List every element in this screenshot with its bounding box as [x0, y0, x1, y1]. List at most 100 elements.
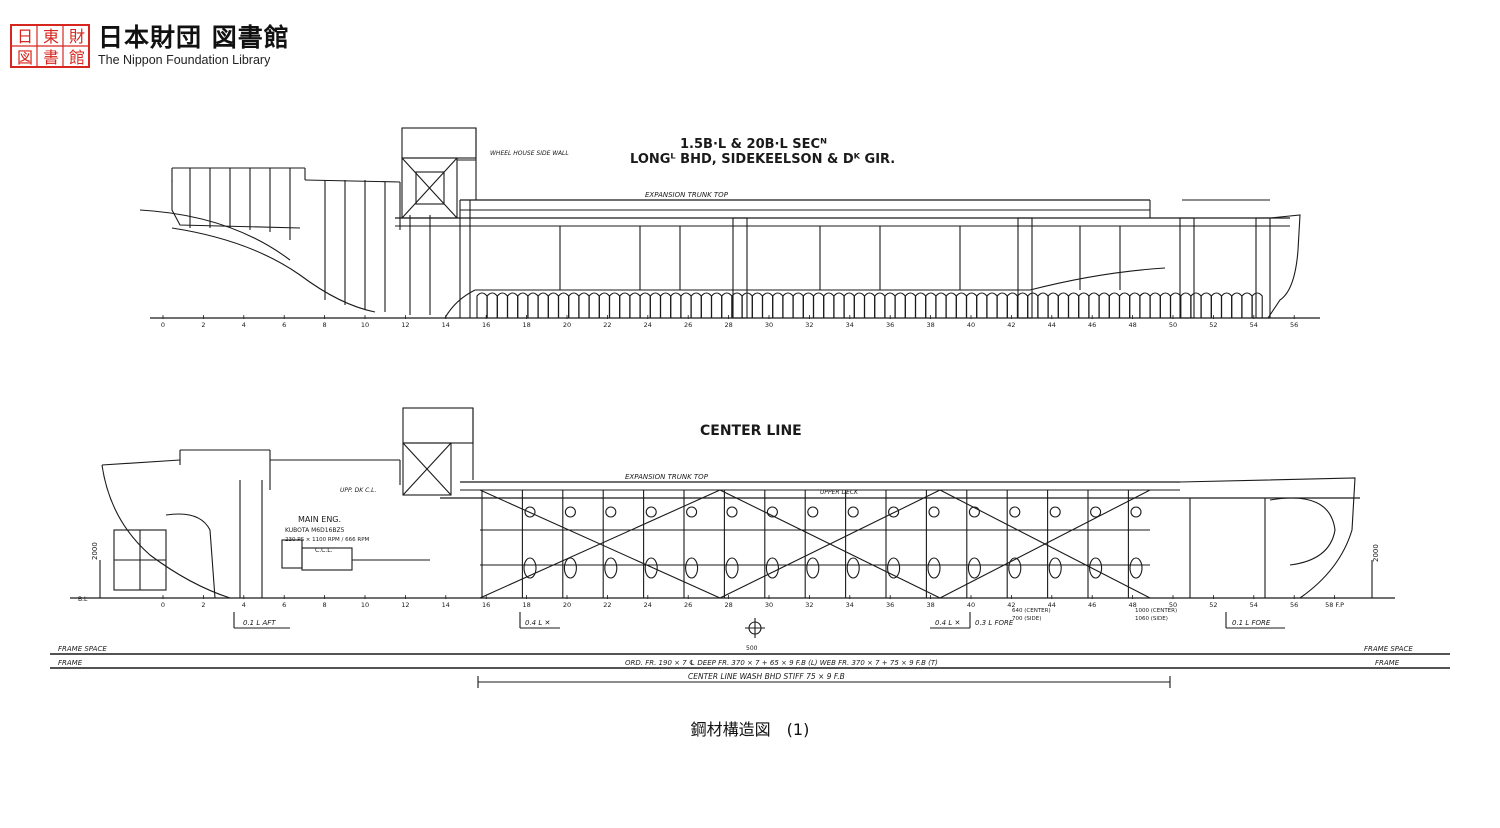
- bottom-floor-cell: [588, 292, 600, 318]
- lightening-hole: [928, 506, 940, 518]
- lower-view-title: CENTER LINE: [700, 423, 802, 439]
- bottom-floor-cell: [517, 292, 529, 318]
- bottom-floor-cell: [1098, 292, 1110, 318]
- frame-number: 52: [1209, 321, 1217, 329]
- frame-number: 14: [442, 601, 450, 609]
- note-640-center: 640 (CENTER): [1012, 608, 1051, 614]
- frame-space-left: FRAME SPACE: [58, 645, 107, 653]
- frame-number: 30: [765, 321, 773, 329]
- bottom-floor-cell: [915, 292, 927, 318]
- frame-number: 10: [361, 321, 369, 329]
- lightening-hole: [1048, 557, 1062, 579]
- frame-number: 32: [805, 601, 813, 609]
- bottom-floor-cell: [1170, 292, 1182, 318]
- lower-expansion-label: EXPANSION TRUNK TOP: [625, 473, 709, 481]
- bottom-floor-cell: [782, 292, 794, 318]
- lightening-hole: [645, 506, 657, 518]
- bottom-floor-cell: [996, 292, 1008, 318]
- bottom-floor-cell: [751, 292, 763, 318]
- bottom-floor-cell: [629, 292, 641, 318]
- lightening-hole: [968, 506, 980, 518]
- bottom-floor-cell: [976, 292, 988, 318]
- bottom-floor-cell: [833, 292, 845, 318]
- frame-number: 58 F.P: [1325, 601, 1344, 609]
- lightening-hole: [1089, 557, 1103, 579]
- frame-number: 26: [684, 601, 692, 609]
- svg-text:館: 館: [69, 48, 85, 67]
- bottom-floor-cell: [874, 292, 886, 318]
- mark-0-1l-fore: 0.1 L FORE: [1232, 619, 1271, 627]
- bottom-floor-cell: [476, 292, 488, 318]
- frame-spec: ORD. FR. 190 × 7 ℄ DEEP FR. 370 × 7 + 65…: [625, 659, 938, 667]
- bottom-floor-cell: [700, 292, 712, 318]
- bottom-floor-cell: [670, 292, 682, 318]
- bottom-floor-cell: [1006, 292, 1018, 318]
- lightening-hole: [686, 506, 698, 518]
- bottom-floor-cell: [853, 292, 865, 318]
- frame-number: 46: [1088, 321, 1096, 329]
- frame-number: 56: [1290, 601, 1298, 609]
- bottom-floor-cell: [721, 292, 733, 318]
- bottom-floor-cell: [1190, 292, 1202, 318]
- lower-view-frames: [481, 490, 1129, 598]
- frame-number: 52: [1209, 601, 1217, 609]
- svg-text:財: 財: [69, 27, 85, 46]
- wash-bhd-label: CENTER LINE WASH BHD STIFF 75 × 9 F.B: [688, 672, 845, 681]
- lower-view: [70, 407, 1395, 638]
- bottom-floor-cell: [792, 292, 804, 318]
- frame-number: 36: [886, 601, 894, 609]
- lightening-hole: [1049, 506, 1061, 518]
- bottom-floor-cell: [1200, 292, 1212, 318]
- bottom-floor-cell: [1078, 292, 1090, 318]
- ccl-label: C.C.L.: [315, 547, 333, 554]
- library-header: 日 東 財 図 書 館 日本財団 図書館 The Nippon Foundati…: [10, 24, 290, 68]
- frame-number: 6: [282, 321, 286, 329]
- bottom-floor-cell: [639, 292, 651, 318]
- frame-number: 22: [603, 321, 611, 329]
- mark-0-1l-aft: 0.1 L AFT: [243, 619, 276, 627]
- bottom-floor-cell: [1068, 292, 1080, 318]
- bottom-floor-cell: [762, 292, 774, 318]
- frame-space-right: FRAME SPACE: [1364, 645, 1413, 653]
- bottom-floor-cell: [986, 292, 998, 318]
- bottom-floor-cell: [1119, 292, 1131, 318]
- bottom-floor-cell: [813, 292, 825, 318]
- bottom-floor-cell: [1149, 292, 1161, 318]
- engine-power-label: 230 PS × 1100 RPM / 666 RPM: [285, 537, 370, 543]
- mark-0-4l-fore: 0.4 L ✕: [935, 619, 960, 627]
- frame-number: 6: [282, 601, 286, 609]
- bottom-floor-cell: [486, 292, 498, 318]
- figure-caption: 鋼材構造図 (1): [690, 720, 810, 739]
- lightening-hole: [807, 506, 819, 518]
- lightening-hole: [927, 557, 941, 579]
- bottom-floor-cell: [864, 292, 876, 318]
- frame-number: 26: [684, 321, 692, 329]
- bottom-floor-cell: [894, 292, 906, 318]
- lightening-hole: [605, 506, 617, 518]
- frame-number: 0: [161, 601, 165, 609]
- lightening-hole: [1129, 557, 1143, 579]
- svg-text:図: 図: [17, 48, 33, 67]
- frame-number: 38: [926, 321, 934, 329]
- frame-band: [50, 653, 1450, 688]
- frame-number: 46: [1088, 601, 1096, 609]
- height-2000-right: 2000: [1372, 544, 1380, 562]
- bottom-floor-cell: [558, 292, 570, 318]
- frame-number: 8: [323, 321, 327, 329]
- frame-number: 4: [242, 321, 246, 329]
- lightening-hole: [1008, 557, 1022, 579]
- bottom-floor-cell: [507, 292, 519, 318]
- bottom-floor-cell: [1088, 292, 1100, 318]
- bottom-floor-cell: [711, 292, 723, 318]
- bottom-floor-cell: [547, 292, 559, 318]
- lightening-hole: [1130, 506, 1142, 518]
- lightening-hole: [967, 557, 981, 579]
- upper-view-floors: [476, 292, 1263, 318]
- svg-text:書: 書: [43, 48, 59, 67]
- height-2000-left: 2000: [91, 542, 99, 560]
- lightening-hole: [644, 557, 658, 579]
- lightening-hole: [685, 557, 699, 579]
- frame-number: 42: [1007, 601, 1015, 609]
- bottom-floor-cell: [772, 292, 784, 318]
